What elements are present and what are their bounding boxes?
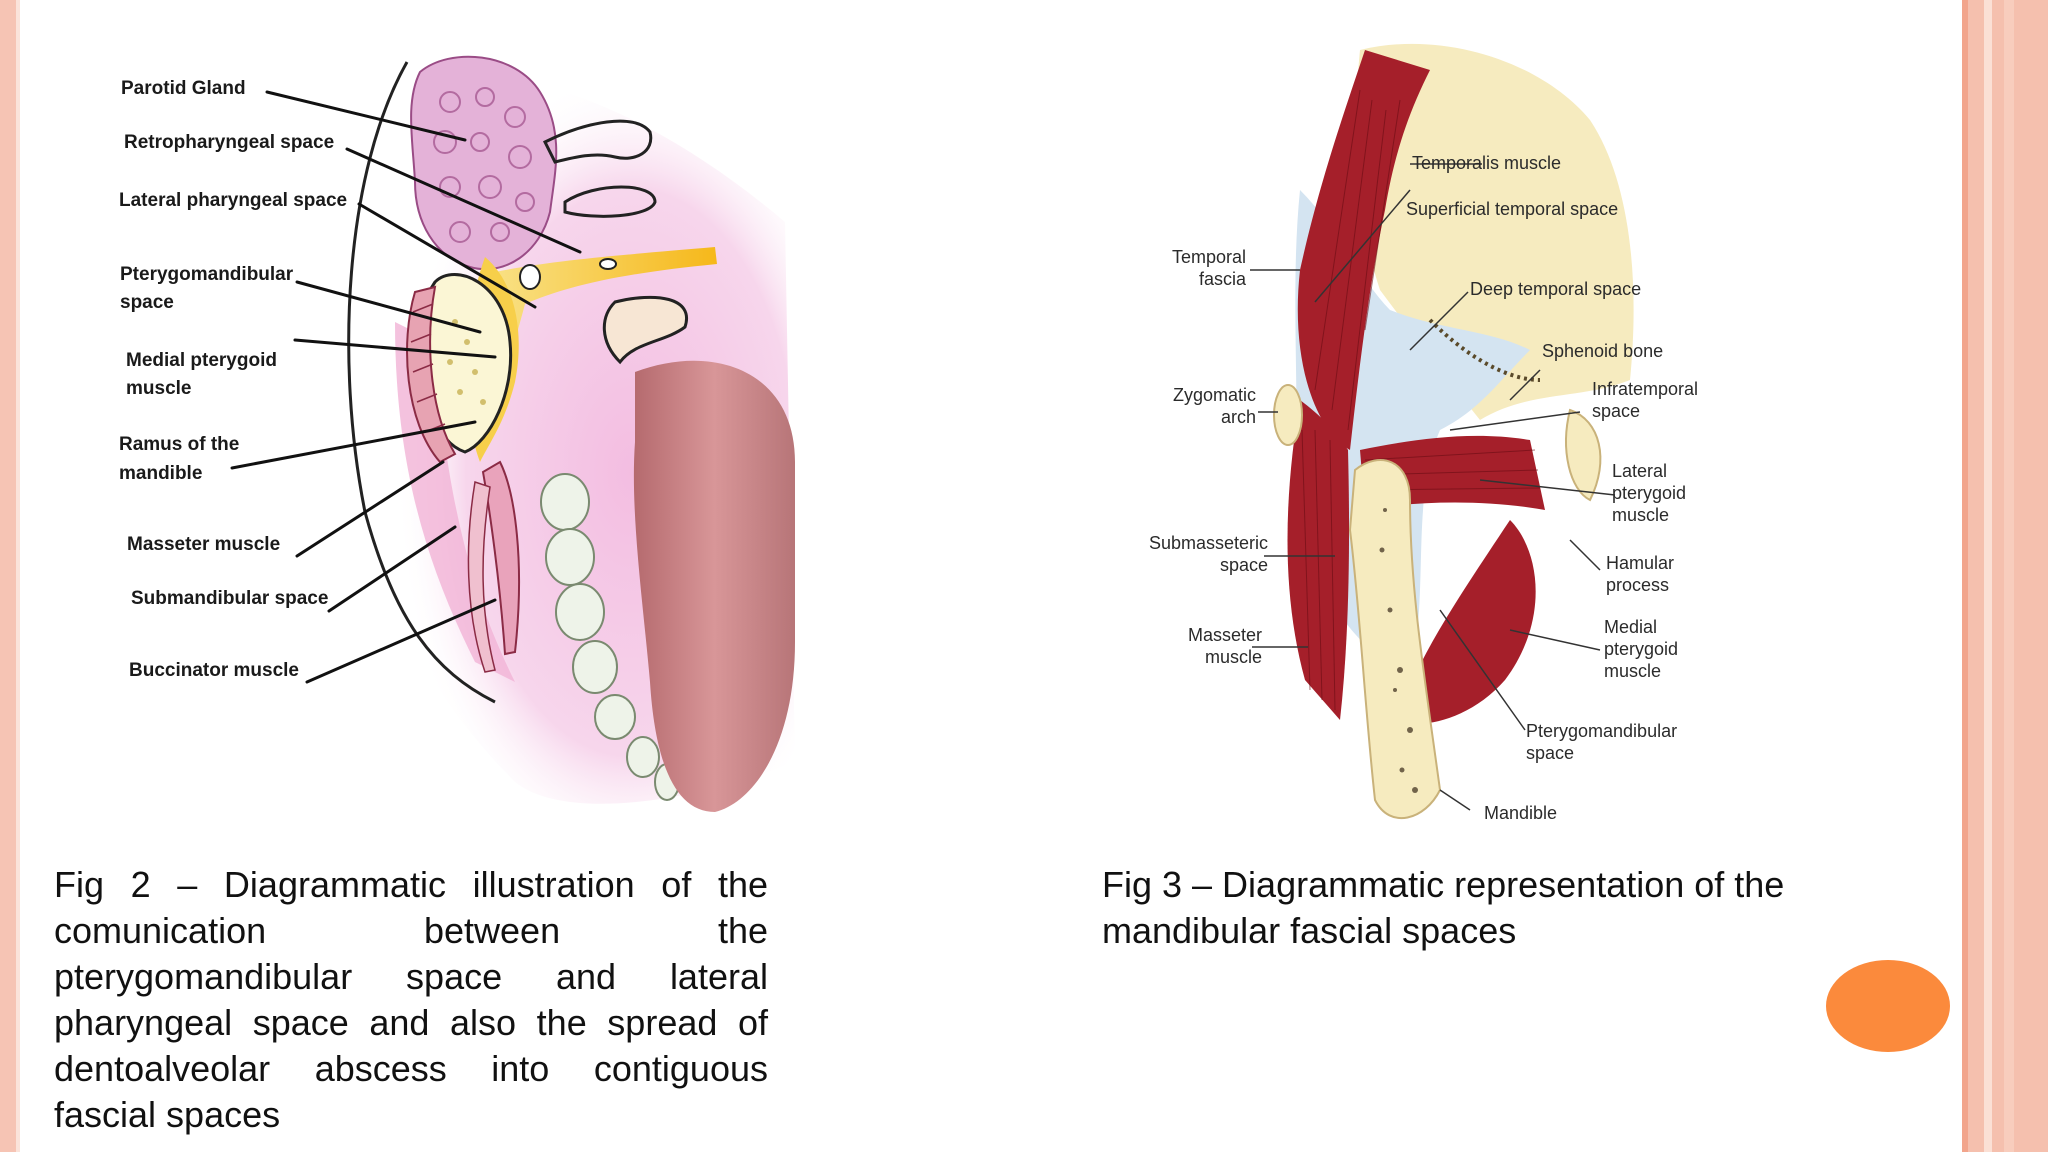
hamular-shape [1565,408,1602,502]
label-submasseteric-space-2: space [1219,555,1268,575]
label-pterygomandibular-space: Pterygomandibular [1526,721,1678,741]
small-node [519,264,541,290]
slide-border-right-band [1984,0,1992,1152]
label-lateral-pharyngeal-space: Lateral pharyngeal space [119,190,348,211]
parotid-gland-shape [410,55,558,271]
slide-border-left [0,0,16,1152]
small-node-2 [599,258,617,270]
slide-border-right-band2 [2004,0,2014,1152]
label-submandibular-space: Submandibular space [131,588,329,609]
label-pterygomandibular-space-2: space [120,292,174,313]
label-masseter-muscle-2: muscle [1204,647,1262,667]
label-infratemporal-space-2: space [1592,401,1641,421]
soft-palate-outline [602,295,689,365]
figure-3-drawing [1250,43,1634,819]
label-zygomatic-arch: Zygomatic [1172,385,1256,405]
abscess-spread [481,247,717,412]
label-retropharyngeal-space: Retropharyngeal space [124,132,335,153]
masseter-shape [481,460,521,656]
zygomatic-arch-shape [1273,384,1303,446]
label-temporal-fascia-2: fascia [1198,269,1246,289]
teeth [540,473,680,801]
label-medial-pterygoid: Medial [1604,617,1658,637]
label-hamular-process-2: process [1606,575,1670,595]
label-medial-pterygoid: Medial pterygoid [126,350,277,371]
label-mandible: Mandible [1484,803,1558,823]
cheek-outline [347,61,496,704]
figure-3-caption: Fig 3 – Diagrammatic representation of t… [1102,864,1785,951]
temporalis-muscle-shape [1297,50,1430,450]
figure-2-illustration: Parotid Gland Retropharyngeal space Late… [95,42,815,822]
label-ramus-mandible-2: mandible [119,463,203,484]
label-temporalis-muscle: Temporalis muscle [1412,153,1562,173]
buccinator-shape [467,481,496,673]
decorative-orange-circle [1826,960,1950,1052]
label-medial-pterygoid-2: muscle [126,378,192,399]
label-pterygomandibular-space-2: space [1526,743,1575,763]
label-hamular-process: Hamular [1606,553,1675,573]
label-medial-pterygoid-3: muscle [1604,661,1662,681]
label-lateral-pterygoid-2: pterygoid [1612,483,1687,503]
pharynx-outline [563,185,657,218]
label-pterygomandibular-space: Pterygomandibular [120,264,294,285]
label-buccinator-muscle: Buccinator muscle [129,660,299,681]
label-lateral-pterygoid: Lateral [1612,461,1668,481]
label-masseter-muscle: Masseter muscle [127,534,281,555]
slide-border-left-line [16,0,20,1152]
label-temporal-fascia: Temporal [1171,247,1246,267]
label-zygomatic-arch-2: arch [1220,407,1256,427]
figure-2-caption: Fig 2 – Diagrammatic illustration of the… [54,864,768,1135]
tongue-shape [633,360,795,812]
vertebra-outline [542,119,653,164]
label-superficial-temporal-space: Superficial temporal space [1406,199,1619,219]
label-masseter-muscle: Masseter [1187,625,1262,645]
label-deep-temporal-space: Deep temporal space [1470,279,1642,299]
label-sphenoid-bone: Sphenoid bone [1542,341,1664,361]
mandible-shape [1348,459,1442,819]
label-medial-pterygoid-2: pterygoid [1604,639,1679,659]
label-parotid-gland: Parotid Gland [121,78,246,99]
figure-3-illustration: Temporalis muscle Superficial temporal s… [1110,30,1730,840]
label-submasseteric-space: Submasseteric [1148,533,1268,553]
slide-border-right-inner [1962,0,1968,1152]
label-ramus-mandible: Ramus of the [119,434,240,455]
label-infratemporal-space: Infratemporal [1592,379,1699,399]
medial-pterygoid-shape [1400,520,1536,724]
label-lateral-pterygoid-3: muscle [1612,505,1670,525]
figure-2-drawing [230,55,795,812]
